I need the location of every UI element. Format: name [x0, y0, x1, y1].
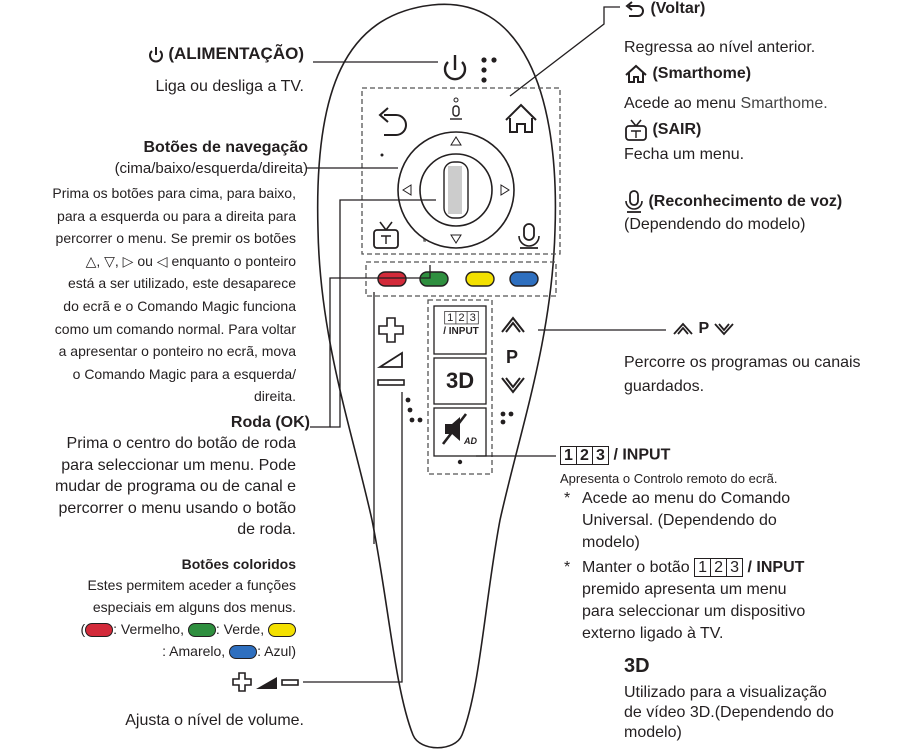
voice-icon — [625, 190, 643, 213]
exit-desc: Fecha um menu. — [624, 146, 745, 163]
home-button[interactable] — [505, 103, 537, 133]
colored-legend-2: : Amarelo, : Azul) — [162, 643, 296, 660]
red-swatch — [85, 623, 114, 638]
back-icon — [625, 1, 644, 17]
volume-up-button[interactable] — [378, 317, 404, 343]
colored-title: Botões coloridos — [181, 556, 296, 572]
nav-left-icon — [402, 184, 412, 196]
wheel-title: Roda (OK) — [230, 414, 310, 431]
power-title: (ALIMENTAÇÃO) — [148, 44, 304, 64]
back-title: (Voltar) — [624, 0, 705, 18]
channel-up-button[interactable] — [501, 316, 525, 333]
mid-dashed-box — [427, 299, 493, 475]
power-desc: Liga ou desliga a TV. — [155, 78, 304, 95]
p-label-remote: P — [506, 347, 519, 367]
home-icon — [625, 64, 647, 83]
voice-desc: (Dependendo do modelo) — [624, 216, 806, 233]
volume-down-button[interactable] — [377, 379, 405, 386]
leader-wheel — [330, 199, 436, 428]
leader-back-home — [509, 6, 620, 97]
ad-label: AD — [464, 436, 477, 446]
colored-desc: Estes permitem aceder a funções especiai… — [80, 574, 296, 662]
home-desc: Acede ao menu Smarthome. — [624, 95, 828, 112]
leader-volume — [303, 392, 403, 683]
volume-ramp-icon — [376, 351, 403, 368]
yellow-button[interactable] — [465, 271, 495, 287]
power-button[interactable] — [443, 55, 467, 81]
chevron-up-icon — [673, 322, 693, 335]
exit-title: (SAIR) — [624, 118, 701, 142]
nav-up-icon — [450, 136, 462, 146]
3d-title: 3D — [624, 655, 650, 677]
input-button-label: / INPUT — [443, 326, 479, 337]
leader-wheel-line — [310, 265, 431, 428]
input-bullet-1: * Acede ao menu do Comando Universal. (D… — [564, 490, 791, 551]
chevron-down-icon — [714, 323, 734, 336]
nav-desc: Prima os botões para cima, para baixo, p… — [52, 185, 296, 405]
back-desc: Regressa ao nível anterior. — [624, 39, 816, 56]
indicator-dots — [481, 57, 497, 83]
red-button[interactable] — [377, 271, 407, 287]
volume-dots — [405, 397, 423, 423]
exit-button[interactable] — [373, 221, 399, 249]
prog-desc: Percorre os programas ou canais guardado… — [624, 354, 861, 395]
voice-title: (Reconhecimento de voz) — [624, 190, 842, 214]
nav-subtitle: (cima/baixo/esquerda/direita) — [114, 160, 308, 177]
nav-title: Botões de navegação — [143, 139, 309, 156]
nav-right-icon — [500, 184, 510, 196]
prog-title: P — [672, 320, 735, 338]
volume-icons — [232, 672, 299, 692]
3d-desc: Utilizado para a visualização de vídeo 3… — [624, 684, 834, 741]
blue-button[interactable] — [509, 271, 539, 287]
top-dashed-box — [361, 87, 561, 255]
back-button[interactable] — [378, 107, 407, 136]
home-title: (Smarthome) — [624, 64, 751, 84]
green-swatch — [187, 623, 216, 638]
exit-icon — [625, 119, 647, 141]
power-icon — [148, 46, 163, 62]
green-button[interactable] — [419, 271, 449, 287]
channel-down-button[interactable] — [501, 377, 525, 394]
input-sub: Apresenta o Controlo remoto do ecrã. — [560, 471, 778, 486]
mic-small-icon — [450, 97, 462, 120]
blue-swatch — [229, 645, 258, 660]
voice-button[interactable] — [518, 223, 540, 249]
volume-desc: Ajusta o nível de volume. — [125, 712, 304, 729]
3d-button[interactable]: 3D — [446, 368, 475, 393]
wheel-desc: Prima o centro do botão de roda para sel… — [54, 435, 296, 538]
channel-dots — [500, 411, 514, 425]
colored-legend-1: (: Vermelho, : Verde, — [80, 618, 296, 640]
nav-down-icon — [450, 234, 462, 244]
yellow-swatch — [268, 623, 296, 638]
mute-button[interactable] — [441, 413, 468, 445]
